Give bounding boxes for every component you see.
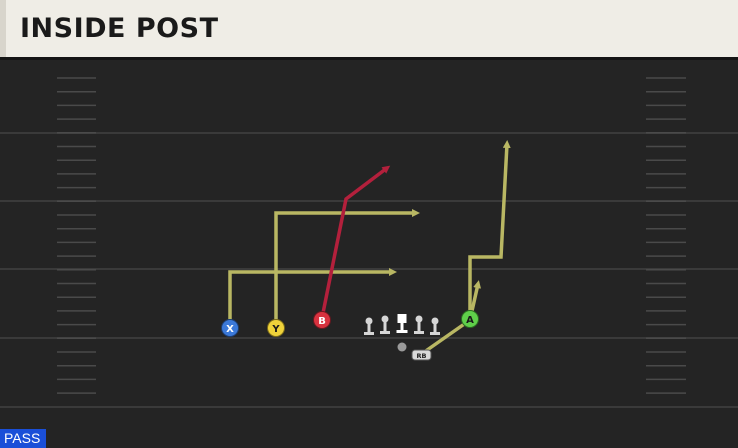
route-a-corner xyxy=(468,140,511,318)
hash-marks-left xyxy=(57,77,96,394)
play-title: INSIDE POST xyxy=(20,13,219,44)
player-y: Y xyxy=(267,319,285,337)
offensive-line xyxy=(364,314,440,352)
lineman-icon xyxy=(430,317,440,335)
lineman-icon xyxy=(364,317,374,335)
player-x-icon xyxy=(221,319,239,337)
player-a-icon xyxy=(461,310,479,328)
player-rb-label: RB xyxy=(417,352,427,360)
player-a: A xyxy=(461,310,479,328)
player-b-label: B xyxy=(318,316,326,327)
player-y-label: Y xyxy=(271,324,280,335)
player-x-label: X xyxy=(226,324,234,335)
play-type-badge: PASS xyxy=(0,429,46,448)
center-icon xyxy=(396,314,408,333)
quarterback-dot xyxy=(397,342,407,352)
player-y-icon xyxy=(267,319,285,337)
yard-lines xyxy=(0,132,738,408)
hash-marks-right xyxy=(646,77,686,394)
route-b-post xyxy=(320,165,391,319)
player-b-icon xyxy=(313,311,331,329)
player-rb-icon xyxy=(411,349,432,361)
play-diagram-field: X Y B A RB xyxy=(0,77,738,408)
title-bar: INSIDE POST xyxy=(0,0,738,60)
player-x: X xyxy=(221,319,239,337)
route-x-in xyxy=(228,268,397,327)
player-rb: RB xyxy=(411,349,432,361)
lineman-icon xyxy=(414,315,424,334)
player-a-label: A xyxy=(466,315,474,326)
player-b: B xyxy=(313,311,331,329)
lineman-icon xyxy=(380,315,390,334)
route-y-in xyxy=(274,209,420,327)
